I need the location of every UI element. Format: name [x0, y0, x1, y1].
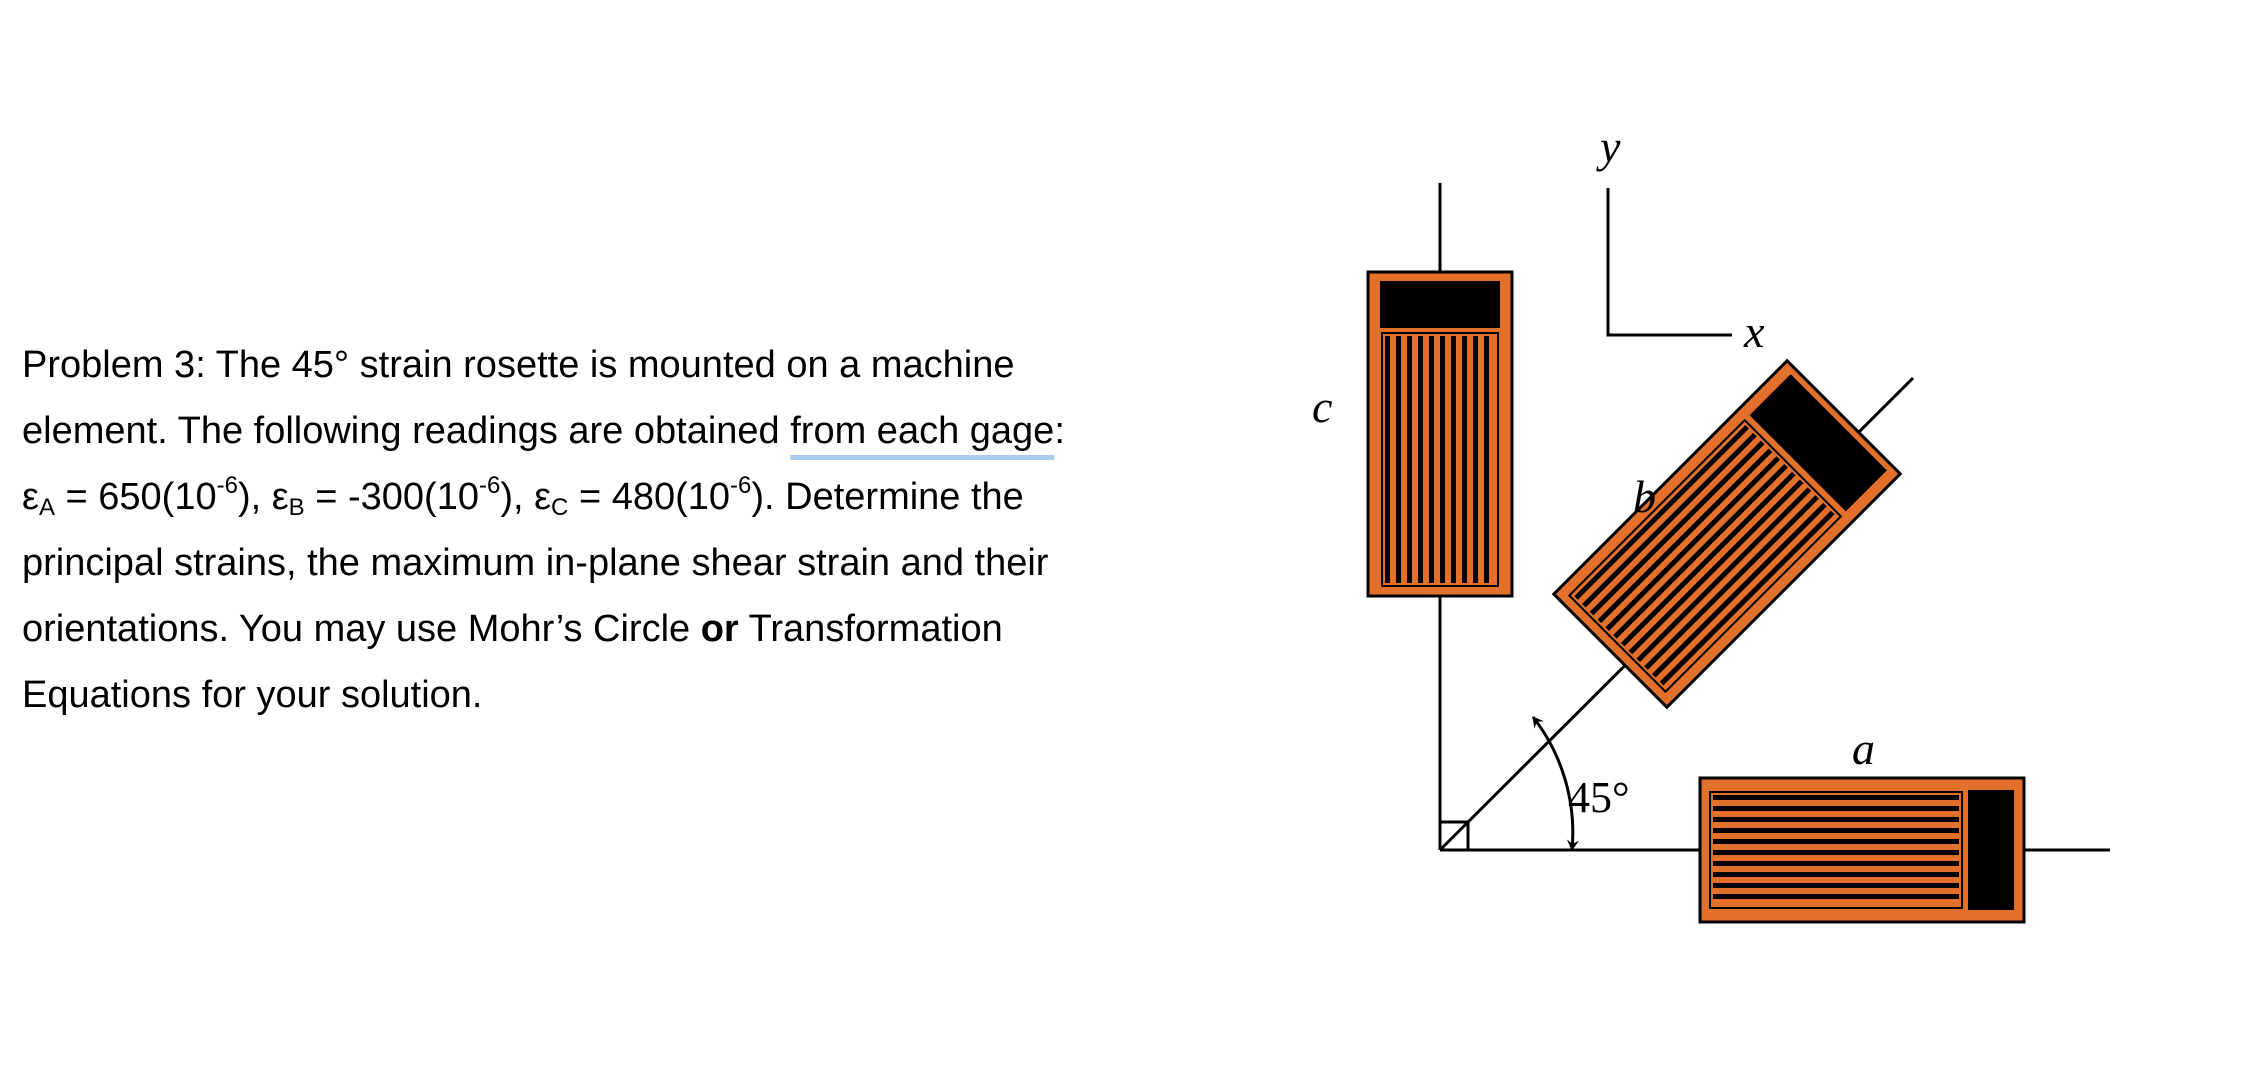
gage-a-grid-lines	[1713, 795, 1959, 899]
gage-a-grid-frame	[1709, 791, 1963, 909]
problem-line-2a-text: element. The following readings are obta…	[22, 410, 791, 452]
problem-line-5a-text: orientations. You may use Mohr’s Circle	[22, 608, 701, 650]
gage-a-label: a	[1852, 723, 1875, 774]
problem-line-1: Problem 3: The 45° strain rosette is mou…	[22, 332, 1282, 398]
eps-c-subscript: C	[551, 494, 569, 521]
gage-a-tab	[1968, 790, 2014, 910]
eps-c-exponent: -6	[730, 472, 752, 499]
problem-line-2c-text: :	[1054, 410, 1065, 452]
gage-b-tab	[1749, 374, 1887, 512]
problem-statement: Problem 3: The 45° strain rosette is mou…	[22, 332, 1282, 728]
gage-a: a	[1698, 723, 2026, 924]
eps-b-exponent: -6	[478, 472, 501, 499]
problem-line-1-text: Problem 3: The 45° strain rosette is mou…	[22, 344, 1015, 386]
gage-b-body	[1551, 358, 1903, 710]
gage-b-grid-lines	[1574, 425, 1835, 686]
problem-line-6-text: Equations for your solution.	[22, 674, 483, 716]
right-angle-marker	[1440, 820, 1470, 850]
eps-a-symbol: ε	[22, 476, 39, 518]
problem-line-3-strain-readings: εA = 650(10-6), εB = -300(10-6), εC = 48…	[22, 464, 1282, 530]
axis-x-label: x	[1743, 306, 1765, 357]
problem-line-2: element. The following readings are obta…	[22, 398, 1282, 464]
eps-b-separator: ), ε	[237, 476, 289, 518]
gage-c-grid-frame	[1381, 332, 1499, 587]
problem-line-4-text: principal strains, the maximum in-plane …	[22, 542, 1049, 584]
gage-c: c	[1312, 270, 1514, 598]
gage-b-label: b	[1633, 471, 1656, 522]
angle-arc-arrow	[1531, 716, 1579, 851]
gage-c-label: c	[1312, 381, 1332, 432]
eps-c-separator: ), ε	[500, 476, 552, 518]
eps-a-value: = 650(10	[54, 476, 217, 518]
gage-b	[1551, 358, 1903, 710]
eps-b-value: = -300(10	[304, 476, 479, 518]
problem-line-5c-text: Transformation	[738, 608, 1003, 650]
problem-line-5: orientations. You may use Mohr’s Circle …	[22, 596, 1282, 662]
axis-y-label: y	[1596, 121, 1621, 172]
eps-a-subscript: A	[38, 494, 55, 521]
gage-c-grid-lines	[1385, 336, 1489, 583]
problem-line-6: Equations for your solution.	[22, 662, 1282, 728]
eps-c-value: = 480(10	[568, 476, 731, 518]
gage-b-grid-frame	[1567, 418, 1843, 694]
gage-c-tab	[1380, 281, 1500, 328]
problem-line-3-end: ). Determine the	[751, 476, 1024, 518]
eps-b-subscript: B	[288, 494, 305, 521]
coordinate-axes: y x	[1596, 121, 1765, 357]
problem-line-4: principal strains, the maximum in-plane …	[22, 530, 1282, 596]
spellcheck-underlined-phrase: from each gage	[790, 410, 1055, 452]
angle-label-45: 45°	[1568, 773, 1630, 822]
xy-axes-lines	[1606, 188, 1732, 337]
problem-line-5-bold-or: or	[700, 608, 739, 650]
eps-a-exponent: -6	[216, 472, 238, 499]
